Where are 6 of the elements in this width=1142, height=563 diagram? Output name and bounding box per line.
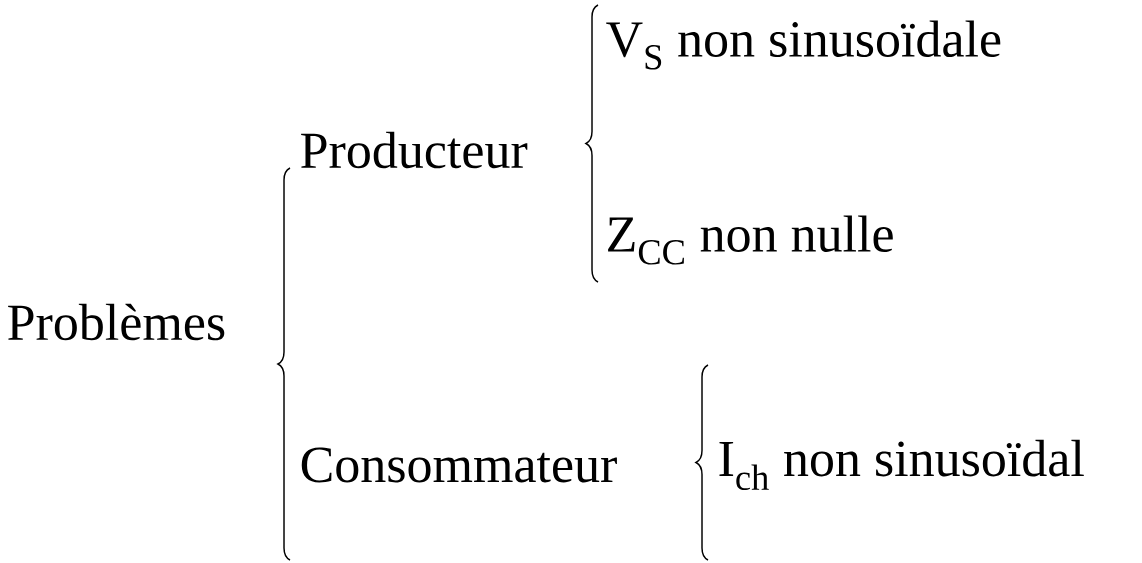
label-text: Z$_{CC}$ non nulle: [608, 215, 893, 265]
label-text: Producteur: [301, 131, 528, 169]
label-text: I$_{ch}$ non sinusoïdal: [719, 439, 1084, 491]
label-text: Problèmes: [8, 303, 225, 341]
label-text: Consommateur: [301, 447, 617, 483]
label-text: V$_{S}$ non sinusoïdale: [606, 20, 1001, 70]
